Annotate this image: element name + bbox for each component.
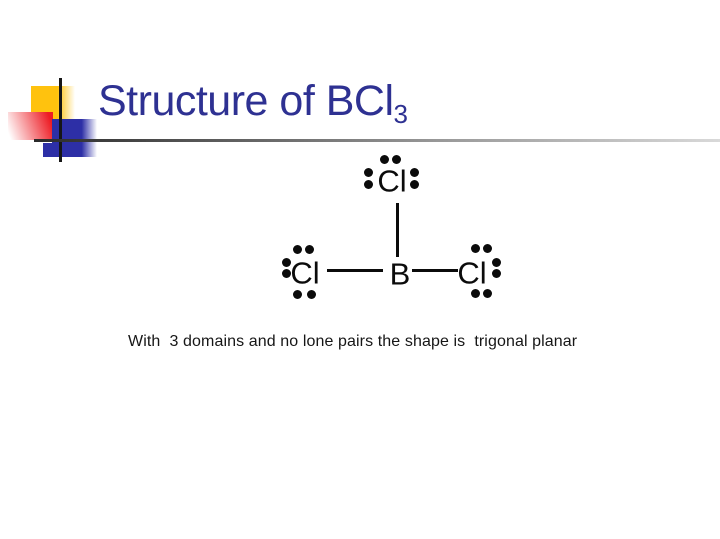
lone-pair-dot [483,289,492,298]
decoration-red-square [8,112,53,140]
lone-pair-dot [392,155,401,164]
atom-cl-top: Cl [377,163,407,199]
lone-pair-dot [293,245,302,254]
atom-cl-left: Cl [290,255,320,291]
bond-b-cl-left [327,269,383,272]
slide-title-text: Structure of BCl [98,77,394,125]
lone-pair-dot [483,244,492,253]
decoration-vertical-line [59,78,62,162]
lone-pair-dot [364,180,373,189]
slide-title: Structure of BCl3 [98,77,408,127]
lone-pair-dot [307,290,316,299]
lone-pair-dot [471,244,480,253]
lone-pair-dot [293,290,302,299]
lone-pair-dot [305,245,314,254]
title-underline [34,139,720,142]
bond-b-cl-top [396,203,399,257]
decoration-blue-small-square [43,143,63,157]
lone-pair-dot [282,258,291,267]
caption-text: With 3 domains and no lone pairs the sha… [128,333,578,350]
atom-cl-right: Cl [457,255,487,291]
bond-b-cl-right [412,269,458,272]
slide-title-subscript: 3 [393,99,408,129]
lone-pair-dot [410,180,419,189]
atom-b-center: B [389,256,411,292]
lone-pair-dot [380,155,389,164]
lone-pair-dot [410,168,419,177]
lone-pair-dot [282,269,291,278]
lone-pair-dot [471,289,480,298]
lone-pair-dot [492,258,501,267]
lone-pair-dot [364,168,373,177]
lone-pair-dot [492,269,501,278]
